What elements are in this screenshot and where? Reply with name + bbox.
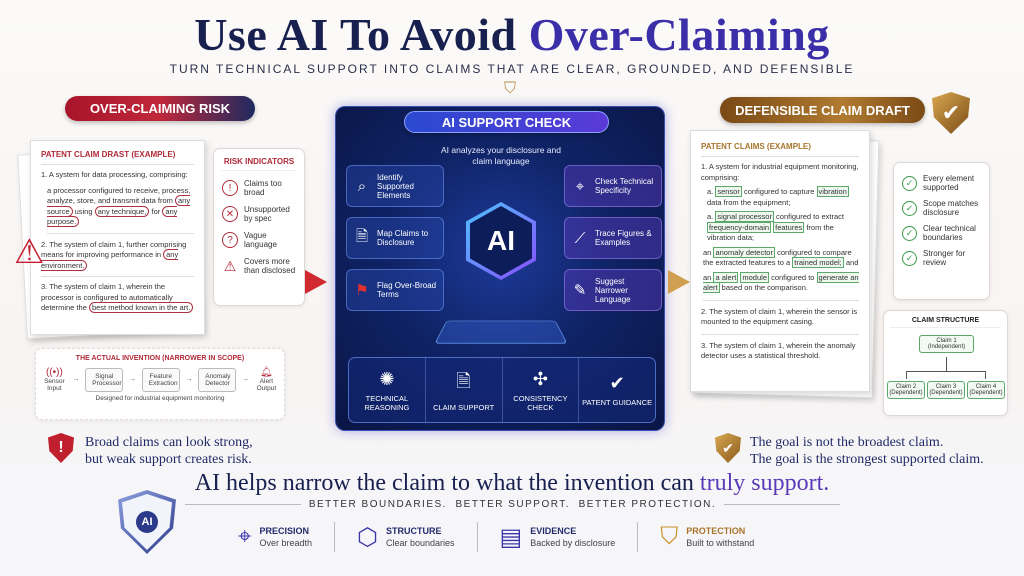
ai-shield-badge: AI — [118, 490, 176, 554]
check-item: ✓Stronger for review — [902, 249, 981, 267]
actual-invention-card: THE ACTUAL INVENTION (NARROWER IN SCOPE)… — [35, 348, 285, 420]
feature-check-specificity: ⌖Check Technical Specificity — [564, 165, 662, 207]
check-circle-icon: ✓ — [902, 201, 917, 216]
feature-precision: ⌖PRECISIONOver breadth — [238, 523, 312, 551]
sensor-icon: ((•)) — [46, 367, 63, 378]
over-claiming-risk-pill: OVER-CLAIMING RISK — [65, 96, 255, 121]
check-circle-icon: ✓ — [902, 226, 917, 241]
arrow-right-icon — [668, 270, 690, 294]
puzzle-icon: ✣ — [533, 369, 548, 390]
ai-support-check-pill: AI SUPPORT CHECK — [404, 111, 609, 133]
arrow-right-icon — [305, 270, 327, 294]
claim-node-root: Claim 1(Independent) — [919, 335, 974, 353]
shield-icon: ⛉ — [504, 80, 516, 98]
risk-indicators-card: RISK INDICATORS !Claims too broad ✕Unsup… — [213, 148, 305, 306]
bell-icon: 🔔︎ — [260, 367, 273, 378]
question-circle-icon: ? — [222, 232, 238, 248]
alert-shield-icon: ! — [48, 433, 74, 463]
broad-claim-draft: PATENT CLAIM DRAST (EXAMPLE) 1. A system… — [30, 140, 205, 335]
risk-item: !Claims too broad — [222, 179, 296, 197]
book-icon: ▤ — [500, 523, 523, 552]
claim-node-child: Claim 2(Dependent) — [887, 381, 925, 399]
check-item: ✓Clear technical boundaries — [902, 224, 981, 242]
feature-trace-figures: ⟋Trace Figures & Examples — [564, 217, 662, 259]
defensible-claim-draft-pill: DEFENSIBLE CLAIM DRAFT — [720, 97, 925, 123]
capability-item: ✣CONSISTENCY CHECK — [503, 358, 580, 422]
feature-evidence: ▤EVIDENCEBacked by disclosure — [500, 523, 616, 552]
platform-graphic — [434, 321, 567, 344]
x-circle-icon: ✕ — [222, 206, 238, 222]
divider — [477, 522, 478, 552]
document-check-icon: 🗎 — [456, 369, 470, 399]
gold-shield-check-icon: ✔ — [715, 433, 741, 463]
tree-connector — [906, 371, 986, 379]
warning-triangle-icon: ⚠ — [14, 232, 44, 272]
claim-node-child: Claim 3(Dependent) — [927, 381, 965, 399]
divider — [724, 504, 840, 505]
feature-protection: ⛉PROTECTIONBuilt to withstand — [660, 523, 754, 551]
capability-item: 🗎CLAIM SUPPORT — [426, 358, 503, 422]
risk-item: ⚠Covers more than disclosed — [222, 257, 296, 275]
capability-bar: ✺TECHNICAL REASONING 🗎CLAIM SUPPORT ✣CON… — [348, 357, 656, 423]
capability-item: ✔PATENT GUIDANCE — [579, 358, 655, 422]
exclamation-circle-icon: ! — [222, 180, 238, 196]
checklist-card: ✓Every element supported ✓Scope matches … — [893, 162, 990, 300]
divider — [334, 522, 335, 552]
check-item: ✓Every element supported — [902, 174, 981, 192]
check-item: ✓Scope matches disclosure — [902, 199, 981, 217]
page-title: Use AI To Avoid Over-Claiming — [0, 8, 1024, 61]
defensible-claim-draft: PATENT CLAIMS (EXAMPLE) 1. A system for … — [690, 130, 870, 392]
claim-structure-card: CLAIM STRUCTURE Claim 1(Independent) Cla… — [883, 310, 1008, 416]
chart-icon: ⟋ — [571, 230, 589, 247]
ai-core-hexagon: AI — [466, 202, 536, 280]
divider — [637, 522, 638, 552]
cube-network-icon: ⬡ — [357, 523, 378, 552]
claim-node-child: Claim 4(Dependent) — [967, 381, 1005, 399]
page-subtitle: TURN TECHNICAL SUPPORT INTO CLAIMS THAT … — [0, 62, 1024, 76]
goal-quote: The goal is not the broadest claim.The g… — [750, 435, 984, 469]
feature-flag-over-broad: ⚑Flag Over-Broad Terms — [346, 269, 444, 311]
feature-suggest-narrower: ✎Suggest Narrower Language — [564, 269, 662, 311]
check-circle-icon: ✓ — [902, 251, 917, 266]
feature-map-claims: 🗎Map Claims to Disclosure — [346, 217, 444, 259]
invention-flow: ((•))Sensor Input→ Signal Processor→ Fea… — [42, 367, 278, 392]
shield-check-icon: ✔ — [610, 373, 625, 394]
check-circle-icon: ✓ — [902, 176, 917, 191]
shield-check-icon: ✔ — [932, 92, 970, 134]
flag-icon: ⚑ — [353, 281, 371, 299]
tree-connector — [946, 357, 947, 371]
footer-features: ⌖PRECISIONOver breadth ⬡STRUCTUREClear b… — [238, 522, 754, 552]
ai-support-check-panel: AI SUPPORT CHECK AI analyzes your disclo… — [335, 106, 665, 431]
risk-item: ?Vague language — [222, 231, 296, 249]
footer-headline: AI helps narrow the claim to what the in… — [0, 470, 1024, 497]
capability-item: ✺TECHNICAL REASONING — [349, 358, 426, 422]
target-icon: ⌖ — [571, 178, 589, 195]
warning-triangle-icon: ⚠ — [222, 258, 238, 274]
feature-identify-supported-elements: ⌕Identify Supported Elements — [346, 165, 444, 207]
brain-icon: ✺ — [379, 369, 394, 390]
edit-icon: ✎ — [571, 281, 589, 299]
shield-icon: ⛉ — [660, 523, 678, 551]
risk-item: ✕Unsupported by spec — [222, 205, 296, 223]
feature-structure: ⬡STRUCTUREClear boundaries — [357, 523, 455, 552]
divider — [185, 504, 301, 505]
risk-quote: Broad claims can look strong,but weak su… — [85, 435, 253, 469]
footer-tagline-row: BETTER BOUNDARIES. BETTER SUPPORT. BETTE… — [185, 499, 840, 510]
document-icon: 🗎 — [353, 226, 371, 251]
crosshair-icon: ⌖ — [238, 523, 252, 551]
search-icon: ⌕ — [353, 178, 371, 195]
